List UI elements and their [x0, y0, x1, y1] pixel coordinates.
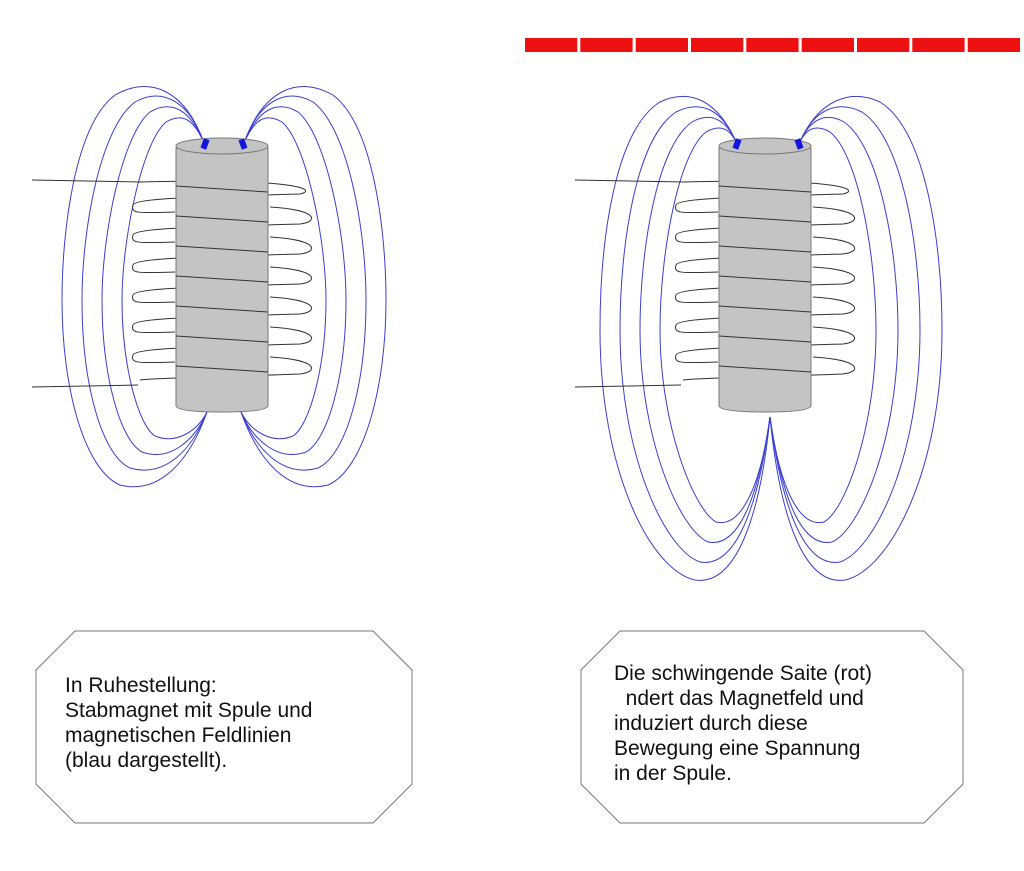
coil-winding: [175, 185, 269, 193]
caption-line: Stabmagnet mit Spule und: [65, 699, 313, 722]
field-line: [240, 86, 387, 488]
lead-wire-bottom: [31, 384, 139, 388]
pole-markers-left: [200, 138, 248, 150]
coil-winding: [718, 215, 812, 223]
lead-wire-top: [574, 179, 686, 183]
magnet-top-face: [175, 137, 269, 155]
caption-line: magnetischen Feldlinien: [65, 724, 292, 747]
coil-winding: [175, 335, 269, 343]
field-line: [240, 95, 367, 471]
caption-line: In Ruhestellung:: [65, 674, 217, 697]
magnet-top-face: [718, 137, 812, 155]
caption-box-vibrating: Die schwingende Saite (rot) ndert das Ma…: [580, 630, 964, 824]
magnet-body: [175, 147, 269, 413]
coil-winding: [718, 245, 812, 253]
coil-winding: [175, 215, 269, 223]
caption-line: induziert durch diese: [614, 712, 808, 735]
pole-marker: [238, 138, 248, 150]
field-line: [81, 95, 208, 471]
coil-winding: [175, 275, 269, 283]
string-segment: [746, 38, 799, 52]
caption-box-resting: In Ruhestellung: Stabmagnet mit Spule un…: [35, 630, 413, 824]
field-line: [61, 86, 208, 488]
field-lines-right: [599, 95, 943, 581]
string-segment: [525, 38, 578, 52]
caption-frame: [35, 630, 413, 824]
caption-line: Bewegung eine Spannung: [614, 737, 861, 760]
caption-line: ndert das Magnetfeld und: [614, 687, 864, 710]
field-line: [769, 106, 921, 563]
caption-line: (blau dargestellt).: [65, 749, 228, 772]
caption-text-vibrating: Die schwingende Saite (rot) ndert das Ma…: [614, 661, 872, 786]
field-line: [769, 127, 877, 524]
string-segment: [967, 38, 1020, 52]
string-segment: [801, 38, 854, 52]
coil-winding: [718, 275, 812, 283]
field-line: [240, 106, 347, 455]
right-panel-vibrating: [574, 95, 943, 581]
coil-winding: [139, 356, 312, 381]
caption-line: in der Spule.: [614, 762, 732, 785]
coil-winding: [718, 335, 812, 343]
caption-frame: [580, 630, 964, 824]
field-line: [659, 127, 771, 524]
pole-marker: [200, 138, 210, 150]
pole-marker: [794, 138, 804, 150]
coil-winding: [175, 245, 269, 253]
string-segment: [635, 38, 688, 52]
vibrating-string: [525, 38, 1020, 52]
coil-winding: [175, 305, 269, 313]
caption-line: Die schwingende Saite (rot): [614, 662, 872, 685]
magnet-body: [718, 147, 812, 413]
field-line: [121, 117, 208, 440]
coil-winding: [718, 185, 812, 193]
caption-text-resting: In Ruhestellung: Stabmagnet mit Spule un…: [65, 673, 313, 773]
coil-winding: [175, 365, 269, 373]
coil-winding: [718, 305, 812, 313]
lead-wire-bottom: [574, 384, 682, 388]
lead-wire-top: [31, 179, 143, 183]
field-lines-left: [61, 86, 387, 488]
field-line: [240, 117, 327, 440]
pole-markers-right: [732, 138, 804, 150]
coil-winding: [682, 356, 855, 381]
string-segment: [857, 38, 910, 52]
field-line: [639, 116, 771, 543]
field-line: [101, 106, 208, 455]
coil-winding: [718, 365, 812, 373]
field-line: [769, 95, 943, 581]
string-segment: [580, 38, 633, 52]
string-segment: [912, 38, 965, 52]
left-panel-resting: [31, 86, 387, 488]
field-line: [619, 106, 771, 563]
pole-marker: [732, 138, 742, 150]
bar-magnet-right: [718, 137, 812, 413]
coil-front-right: [718, 185, 812, 373]
field-line: [769, 116, 899, 543]
field-line: [599, 95, 771, 581]
coil-front-left: [175, 185, 269, 373]
string-segment: [691, 38, 744, 52]
